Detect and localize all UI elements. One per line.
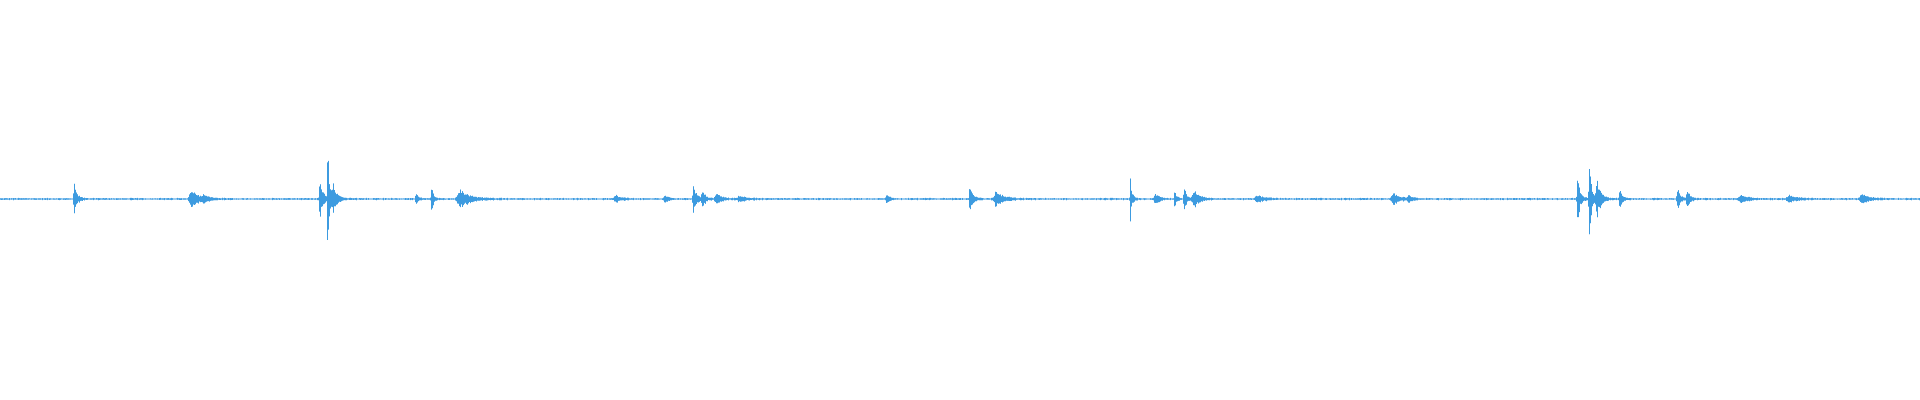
- waveform-trace: [0, 160, 1920, 240]
